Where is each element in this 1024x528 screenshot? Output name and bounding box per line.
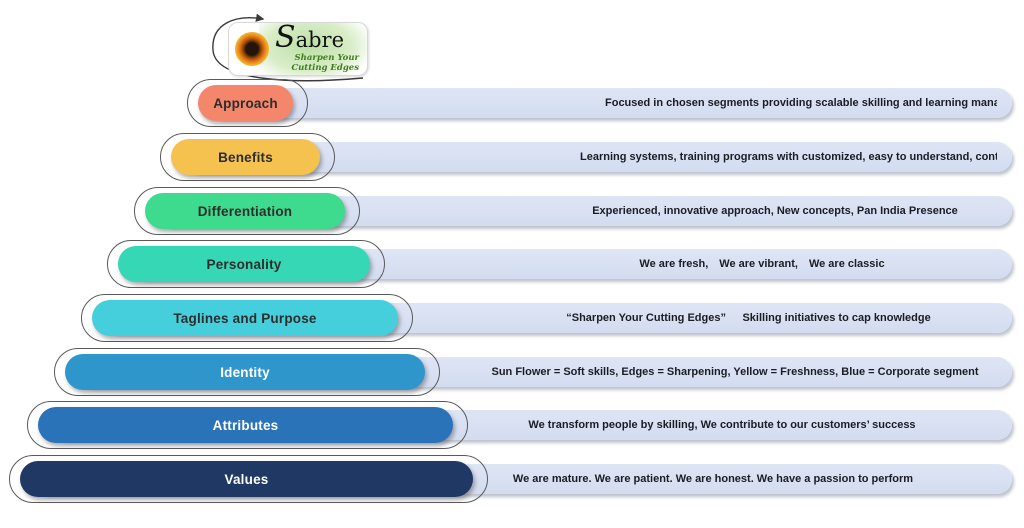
pill-outline: [134, 187, 360, 235]
description-text: We are fresh, We are vibrant, We are cla…: [639, 258, 885, 270]
description-text: We transform people by skilling, We cont…: [528, 419, 916, 431]
pill-outline: [81, 294, 413, 342]
pill-outline: [9, 455, 488, 503]
logo-text: Sabre Sharpen Your Cutting Edges: [273, 22, 365, 74]
description-text: Learning systems, training programs with…: [580, 151, 997, 163]
pill-values: Values: [20, 461, 473, 497]
pyramid-row-personality: We are fresh, We are vibrant, We are cla…: [0, 240, 1024, 288]
logo: Sabre Sharpen Your Cutting Edges: [205, 6, 380, 86]
pill-outline: [107, 240, 385, 288]
logo-green-blob: [259, 23, 367, 75]
pill-taglines-purpose: Taglines and Purpose: [92, 300, 398, 336]
logo-tagline-line1: Sharpen Your: [294, 53, 359, 63]
description-text: Focused in chosen segments providing sca…: [605, 97, 997, 109]
pill-benefits: Benefits: [171, 139, 320, 175]
pill-outline: [187, 79, 308, 127]
pill-identity: Identity: [65, 354, 425, 390]
description-text: “Sharpen Your Cutting Edges” Skilling in…: [566, 312, 931, 324]
logo-box: Sabre Sharpen Your Cutting Edges: [228, 22, 368, 76]
pyramid-row-attributes: We transform people by skilling, We cont…: [0, 401, 1024, 449]
pill-approach: Approach: [198, 85, 293, 121]
pyramid-row-benefits: Learning systems, training programs with…: [0, 133, 1024, 181]
brand-name: Sabre: [275, 22, 344, 55]
pill-differentiation: Differentiation: [145, 193, 345, 229]
pill-outline: [27, 401, 468, 449]
pill-outline: [160, 133, 335, 181]
pyramid-row-taglines-purpose: “Sharpen Your Cutting Edges” Skilling in…: [0, 294, 1024, 342]
logo-tagline-line2: Cutting Edges: [291, 63, 359, 73]
pill-personality: Personality: [118, 246, 370, 282]
description-text: Experienced, innovative approach, New co…: [592, 205, 958, 217]
sunflower-icon: [235, 32, 269, 66]
description-text: Sun Flower = Soft skills, Edges = Sharpe…: [491, 366, 979, 378]
circular-arrow-icon: [212, 13, 364, 82]
pyramid-row-values: We are mature. We are patient. We are ho…: [0, 455, 1024, 503]
pyramid-row-differentiation: Experienced, innovative approach, New co…: [0, 187, 1024, 235]
pyramid-row-approach: Focused in chosen segments providing sca…: [0, 79, 1024, 127]
pill-outline: [54, 348, 440, 396]
description-bar: Focused in chosen segments providing sca…: [210, 88, 1012, 118]
pyramid-row-identity: Sun Flower = Soft skills, Edges = Sharpe…: [0, 348, 1024, 396]
description-text: We are mature. We are patient. We are ho…: [512, 473, 914, 485]
pill-attributes: Attributes: [38, 407, 453, 443]
